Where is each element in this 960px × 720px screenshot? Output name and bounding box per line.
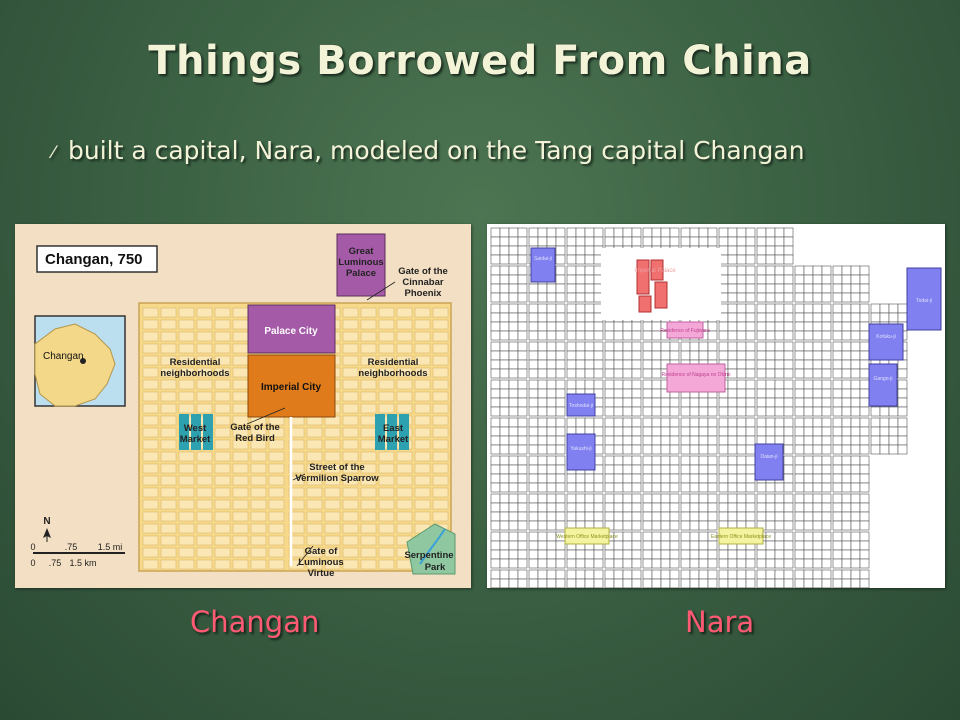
north-arrow-icon: [43, 528, 51, 538]
nara-label-temple-nw: Saidai-ji: [534, 256, 552, 262]
label-west-market-1: West: [184, 423, 207, 434]
caption-changan: Changan: [190, 605, 320, 639]
west-market-block: [179, 414, 213, 450]
west-marketplace: [564, 527, 610, 545]
label-palace-city: Palace City: [264, 326, 318, 337]
label-serpentine-1: Serpentine: [404, 550, 453, 561]
gango-block: [868, 363, 898, 407]
imperial-city-block: [247, 354, 336, 418]
north-label: N: [43, 516, 50, 527]
nara-label-west-market: Western Office Marketplace: [556, 534, 618, 540]
scale-mi-0: 0: [30, 542, 35, 552]
label-east-market-1: East: [383, 423, 404, 434]
label-gate-cinnabar-3: Phoenix: [405, 288, 443, 299]
scale-km-1: .75: [49, 558, 62, 568]
label-gate-red-bird-1: Gate of the: [230, 422, 280, 433]
nara-label-palace: Imperial Palace: [634, 268, 676, 274]
changan-map-title: Changan, 750: [45, 251, 143, 268]
nara-label-yakushi: Yakushi-ji: [570, 446, 591, 452]
bullet-text: built a capital, Nara, modeled on the Ta…: [68, 136, 805, 165]
map-title-box: [36, 245, 158, 273]
label-west-market-2: Market: [180, 434, 211, 445]
label-great-palace-2: Luminous: [338, 257, 383, 268]
label-great-palace-1: Great: [349, 246, 375, 257]
inset-label: Changan: [43, 351, 84, 362]
toshodai-block: [566, 393, 596, 417]
label-gate-cinnabar-2: Cinnabar: [402, 277, 443, 288]
scale-km-0: 0: [30, 558, 35, 568]
pink-residence-2: [666, 363, 726, 393]
label-gate-red-bird-2: Red Bird: [235, 433, 275, 444]
nara-label-gango: Gango-ji: [874, 376, 893, 382]
east-marketplace: [718, 527, 764, 545]
nara-label-pink1: Residence of Fujiwara: [660, 328, 710, 334]
label-residential-left-2: neighborhoods: [160, 368, 229, 379]
slide-title: Things Borrowed From China: [148, 38, 812, 84]
label-east-market-2: Market: [378, 434, 409, 445]
scale-km-2: 1.5 km: [69, 558, 96, 568]
changan-map: Changan, 750 Changan Great Luminous Pala…: [15, 224, 471, 588]
temple-nw: [530, 247, 556, 283]
bullet-icon: ⁄: [52, 143, 55, 163]
label-gate-virtue-3: Virtue: [308, 568, 335, 579]
pink-residence-1: [666, 321, 704, 339]
label-gate-cinnabar-1: Gate of the: [398, 266, 448, 277]
palace-city-block: [247, 304, 336, 354]
label-gate-virtue-2: Luminous: [298, 557, 343, 568]
nara-label-east-market: Eastern Office Marketplace: [711, 534, 771, 540]
palace-building-2: [650, 259, 664, 281]
scale-mi-1: .75: [65, 542, 78, 552]
label-residential-left-1: Residential: [170, 357, 221, 368]
label-serpentine-2: Park: [425, 562, 446, 573]
nara-label-todai: Todai-ji: [916, 298, 932, 304]
palace-building-4: [638, 295, 652, 313]
nara-map: Imperial Palace Saidai-ji Todai-ji Kofuk…: [487, 224, 945, 607]
yakushi-block: [566, 433, 596, 471]
daian-block: [754, 443, 784, 481]
changan-dot: [80, 358, 86, 364]
palace-building-1: [636, 259, 650, 295]
label-gate-virtue-1: Gate of: [305, 546, 339, 557]
label-street-1: Street of the: [309, 462, 364, 473]
todai-block: [906, 267, 942, 331]
label-residential-right-2: neighborhoods: [358, 368, 427, 379]
nara-label-daian: Daian-ji: [761, 454, 778, 460]
caption-nara: Nara: [685, 605, 755, 639]
label-great-palace-3: Palace: [346, 268, 376, 279]
great-palace-block: [336, 233, 386, 297]
scale-mi-2: 1.5 mi: [98, 542, 123, 552]
east-market-block: [375, 414, 409, 450]
nara-label-kofuku: Kofuku-ji: [876, 334, 895, 340]
label-street-2: Vermilion Sparrow: [295, 473, 379, 484]
bullet-point: ⁄ built a capital, Nara, modeled on the T…: [52, 136, 952, 165]
kofuku-block: [868, 323, 904, 361]
label-residential-right-1: Residential: [368, 357, 419, 368]
nara-label-toshodai: Toshodai-ji: [569, 403, 593, 409]
nara-label-pink2: Residence of Nagaya no Okimi: [662, 372, 731, 378]
label-imperial-city: Imperial City: [261, 382, 321, 393]
palace-building-3: [654, 281, 668, 309]
